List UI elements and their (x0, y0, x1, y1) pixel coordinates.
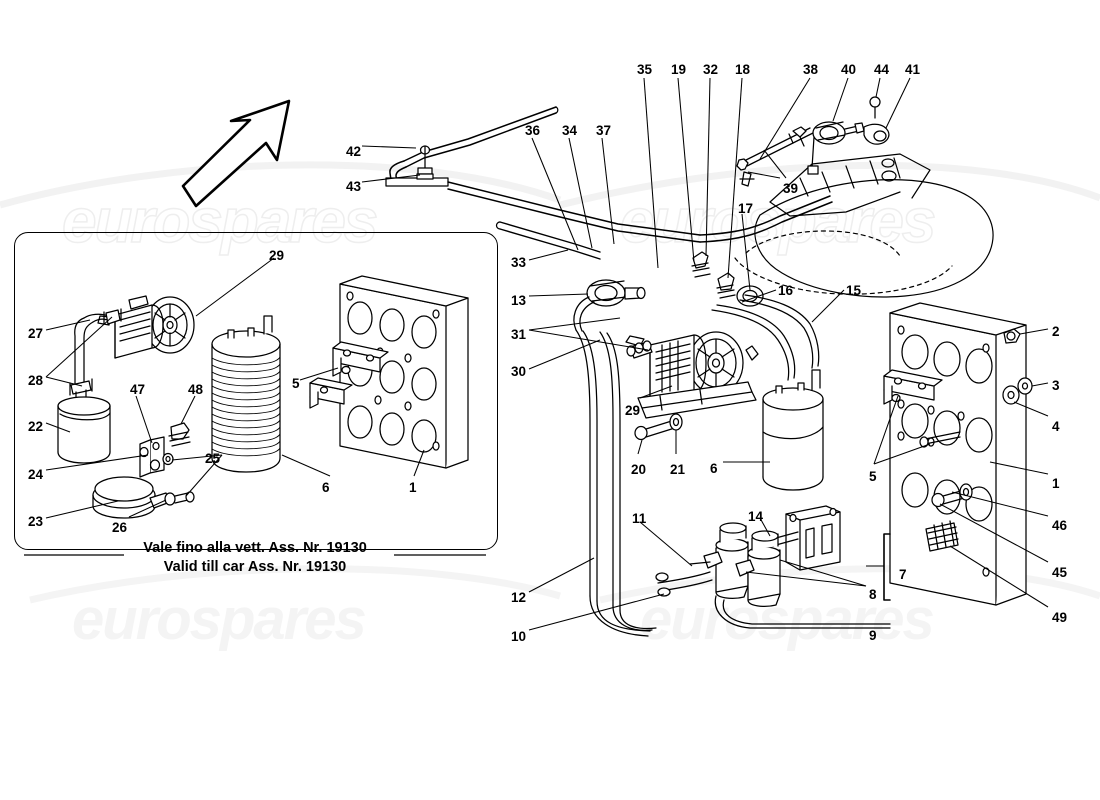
callout-number-37: 37 (596, 123, 612, 138)
hose-connector-30 (626, 340, 653, 359)
callout-number-47: 47 (130, 382, 146, 397)
air-pipe-lower-run (495, 221, 601, 260)
callout-number-3: 3 (1052, 378, 1060, 393)
callout-number-5: 5 (869, 469, 877, 484)
callout-number-36: 36 (525, 123, 541, 138)
callout-number-1: 1 (1052, 476, 1060, 491)
callout-number-2: 2 (1052, 324, 1060, 339)
callout-number-28: 28 (28, 373, 44, 388)
inset-mounting-plate-1 (309, 275, 469, 469)
callout-number-1: 1 (409, 480, 417, 495)
callout-number-35: 35 (637, 62, 653, 77)
callout-number-22: 22 (28, 419, 44, 434)
inset-bracket-47-clip-48 (139, 422, 191, 478)
callout-number-49: 49 (1052, 610, 1068, 625)
callout-number-5: 5 (292, 376, 300, 391)
diverter-valve-13 (573, 279, 646, 332)
callout-number-29: 29 (625, 403, 641, 418)
callout-number-31: 31 (511, 327, 527, 342)
callout-number-24: 24 (28, 467, 44, 482)
callout-number-38: 38 (803, 62, 819, 77)
callout-number-25: 25 (205, 451, 221, 466)
callout-number-44: 44 (874, 62, 890, 77)
callout-number-34: 34 (562, 123, 578, 138)
inset-hose-and-canister (57, 308, 122, 464)
callout-number-6: 6 (710, 461, 718, 476)
callout-number-41: 41 (905, 62, 921, 77)
callout-number-18: 18 (735, 62, 751, 77)
callout-number-23: 23 (28, 514, 44, 529)
caption-line-english: Valid till car Ass. Nr. 19130 (163, 559, 347, 575)
callout-number-13: 13 (511, 293, 527, 308)
callout-number-17: 17 (738, 201, 754, 216)
bolt-20-washer-21 (634, 413, 683, 441)
callout-number-32: 32 (703, 62, 719, 77)
callout-number-46: 46 (1052, 518, 1068, 533)
vacuum-hose-bundle (575, 329, 657, 637)
air-valve-actuator-assembly (736, 96, 890, 187)
air-injection-pump-29 (625, 331, 759, 419)
support-bracket-14 (766, 505, 841, 571)
air-pipe-upper (385, 106, 833, 243)
callout-number-11: 11 (632, 511, 647, 526)
callout-number-19: 19 (671, 62, 687, 77)
callout-number-20: 20 (631, 462, 647, 477)
callout-number-6: 6 (322, 480, 330, 495)
callout-number-15: 15 (846, 283, 862, 298)
callout-number-7: 7 (899, 567, 907, 582)
forward-direction-arrow (181, 99, 291, 208)
caption-line-italian: Vale fino alla vett. Ass. Nr. 19130 (143, 540, 367, 556)
air-hose-16-15 (711, 294, 820, 381)
callout-number-8: 8 (869, 587, 877, 602)
callout-number-42: 42 (346, 144, 362, 159)
callout-number-12: 12 (511, 590, 527, 605)
callout-number-4: 4 (1052, 419, 1060, 434)
callout-number-40: 40 (841, 62, 857, 77)
callout-number-30: 30 (511, 364, 527, 379)
inset-panel-superseded-parts (14, 232, 498, 550)
solenoid-valve-pair-8 (655, 522, 891, 629)
callout-number-48: 48 (188, 382, 204, 397)
callout-number-43: 43 (346, 179, 362, 194)
callout-number-21: 21 (670, 462, 686, 477)
inset-clamp-ring-23 (92, 476, 195, 519)
callout-leader-lines (24, 77, 1049, 631)
callout-number-26: 26 (112, 520, 128, 535)
callout-number-9: 9 (869, 628, 877, 643)
inset-filter-canister-6 (211, 315, 281, 473)
mounting-plate-right-1 (883, 302, 1027, 606)
callout-number-27: 27 (28, 326, 44, 341)
callout-number-45: 45 (1052, 565, 1068, 580)
group-bracket-7 (883, 533, 891, 601)
callout-number-29: 29 (269, 248, 285, 263)
inset-air-pump-29 (97, 295, 195, 359)
callout-number-33: 33 (511, 255, 527, 270)
callout-number-16: 16 (778, 283, 794, 298)
callout-number-39: 39 (783, 181, 799, 196)
callout-number-10: 10 (511, 629, 527, 644)
callout-number-14: 14 (748, 509, 764, 524)
air-canister-6 (762, 369, 824, 491)
fastener-group-right (925, 328, 1033, 552)
